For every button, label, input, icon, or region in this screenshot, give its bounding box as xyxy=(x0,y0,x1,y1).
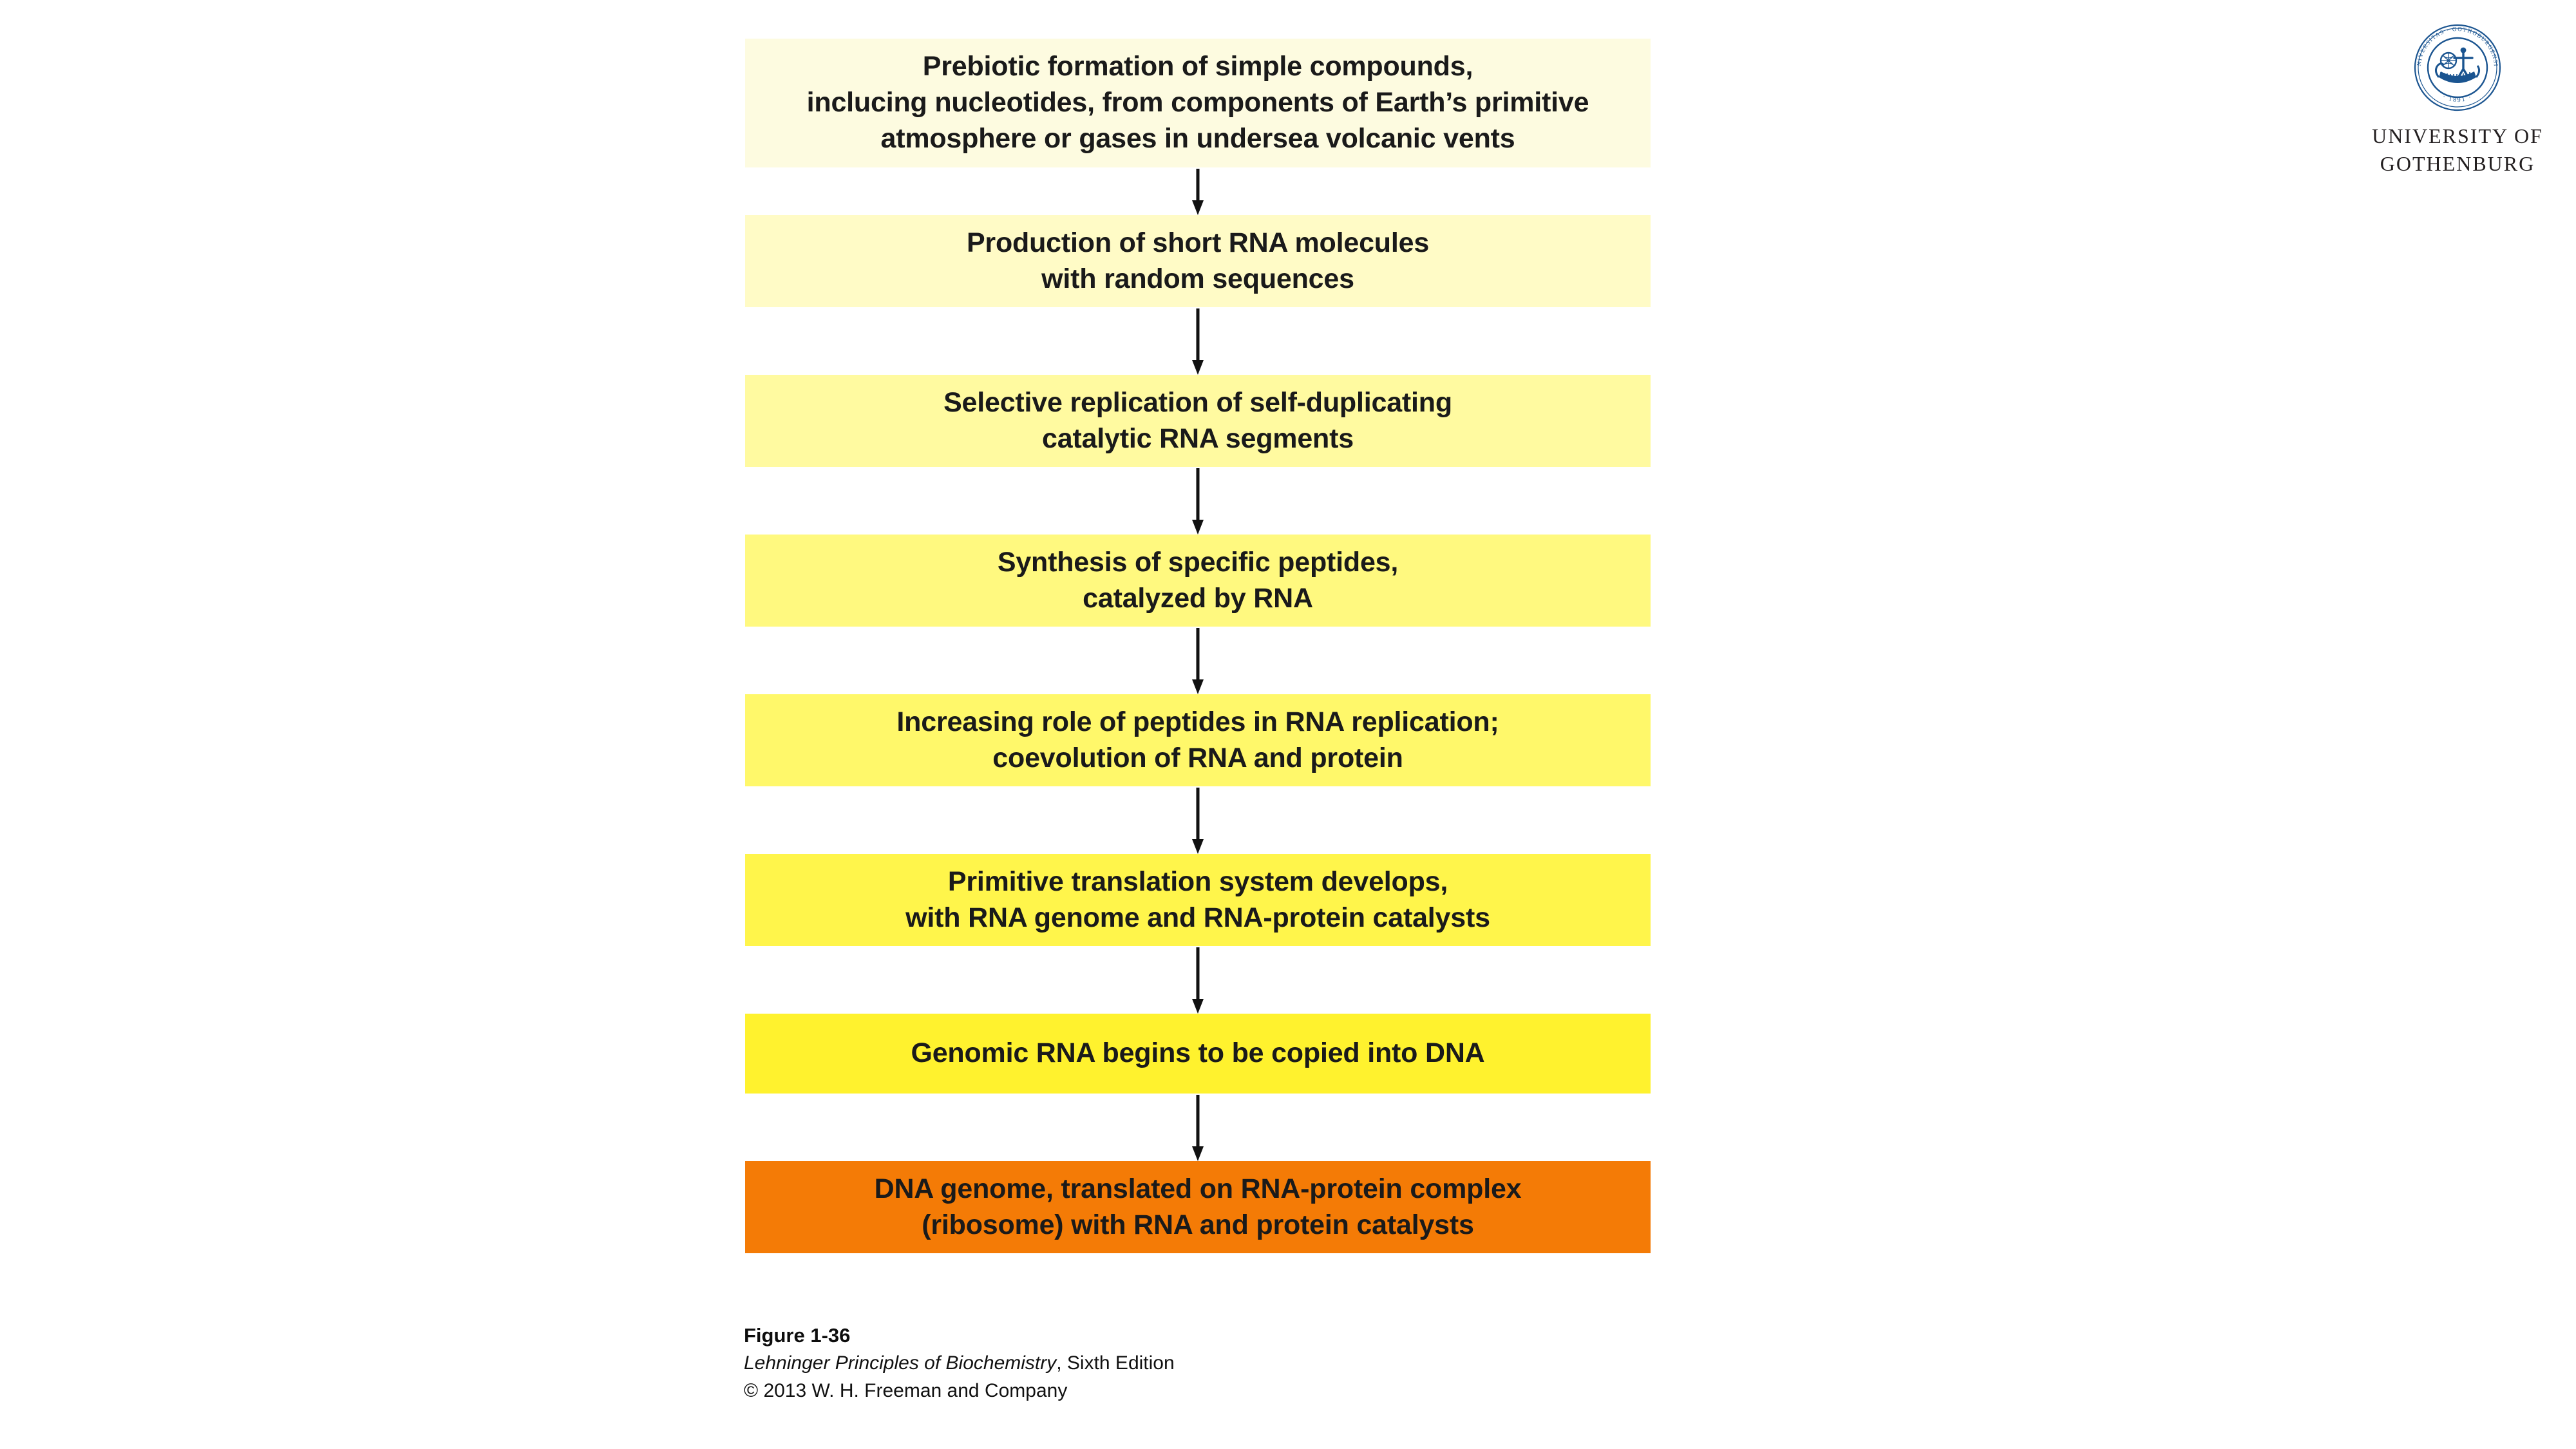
svg-text:· 1891 ·: · 1891 · xyxy=(2441,93,2474,104)
flow-step-label: Increasing role of peptides in RNA repli… xyxy=(896,706,1499,773)
caption-figure-number: Figure 1-36 xyxy=(744,1324,851,1347)
flow-step-2: Production of short RNA molecules with r… xyxy=(745,215,1651,307)
flow-step-label: Selective replication of self-duplicatin… xyxy=(943,386,1452,454)
caption-copyright: © 2013 W. H. Freeman and Company xyxy=(744,1379,1068,1401)
flow-step-4: Synthesis of specific peptides, catalyze… xyxy=(745,535,1651,627)
caption-book-line: Lehninger Principles of Biochemistry, Si… xyxy=(744,1350,1175,1378)
flow-step-label: Synthesis of specific peptides, catalyze… xyxy=(997,546,1399,614)
flow-step-6: Primitive translation system develops, w… xyxy=(745,854,1651,946)
flow-step-label: Primitive translation system develops, w… xyxy=(905,866,1490,933)
flow-step-1: Prebiotic formation of simple compounds,… xyxy=(745,39,1651,167)
university-logo: UNIVERSITAS · GOTHOBURGENSIS · 1891 · UN… xyxy=(2349,19,2566,177)
caption-book-title: Lehninger Principles of Biochemistry xyxy=(744,1352,1057,1374)
flow-arrow-2-to-3 xyxy=(745,307,1651,375)
figure-caption: Figure 1-36 Lehninger Principles of Bioc… xyxy=(744,1321,1175,1405)
flow-step-label: Genomic RNA begins to be copied into DNA xyxy=(911,1037,1485,1069)
university-wordmark: UNIVERSITY OF GOTHENBURG xyxy=(2372,124,2543,175)
flow-step-8: DNA genome, translated on RNA-protein co… xyxy=(745,1161,1651,1253)
flow-step-3: Selective replication of self-duplicatin… xyxy=(745,375,1651,467)
flow-step-label: DNA genome, translated on RNA-protein co… xyxy=(874,1173,1522,1240)
caption-book-edition: , Sixth Edition xyxy=(1056,1352,1175,1374)
flow-arrow-7-to-8 xyxy=(745,1094,1651,1161)
flow-arrow-6-to-7 xyxy=(745,946,1651,1014)
flow-arrow-3-to-4 xyxy=(745,467,1651,535)
flow-step-7: Genomic RNA begins to be copied into DNA xyxy=(745,1014,1651,1094)
flow-arrow-5-to-6 xyxy=(745,786,1651,854)
flow-arrow-1-to-2 xyxy=(745,167,1651,215)
flow-step-5: Increasing role of peptides in RNA repli… xyxy=(745,694,1651,786)
university-seal-icon: UNIVERSITAS · GOTHOBURGENSIS · 1891 · xyxy=(2409,19,2501,111)
flow-arrow-4-to-5 xyxy=(745,627,1651,694)
flow-step-label: Prebiotic formation of simple compounds,… xyxy=(806,51,1589,154)
flowchart: Prebiotic formation of simple compounds,… xyxy=(745,39,1651,1253)
flow-step-label: Production of short RNA molecules with r… xyxy=(966,227,1430,294)
